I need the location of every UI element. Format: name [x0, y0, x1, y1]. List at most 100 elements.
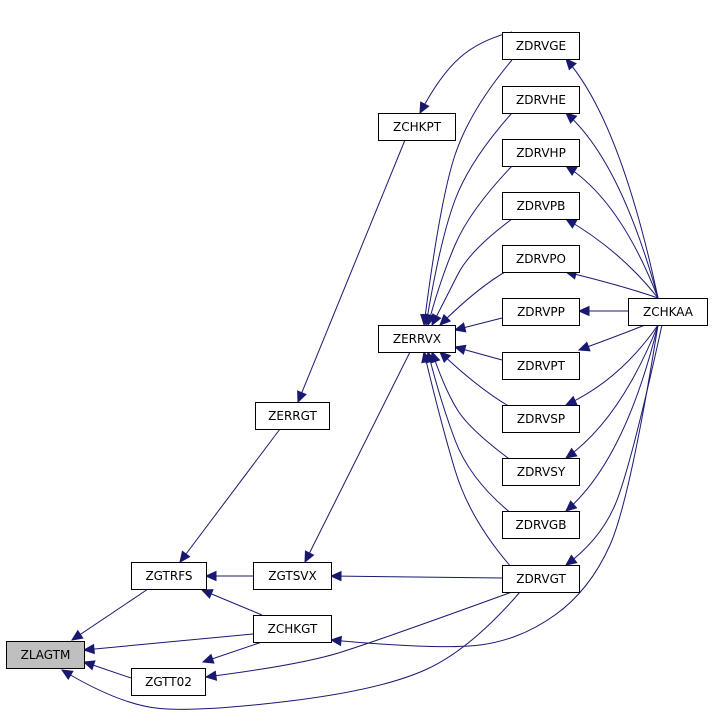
node-box[interactable] — [502, 511, 580, 539]
node-zchkgt[interactable]: ZCHKGT — [253, 615, 332, 643]
arrowhead — [70, 629, 84, 641]
edge-zdrvpt-to-zerrvx — [453, 344, 503, 361]
edge-zchkaa-to-zdrvsp — [564, 324, 659, 406]
arrowhead — [329, 570, 342, 582]
arrowhead — [431, 313, 442, 327]
node-box[interactable] — [131, 562, 207, 590]
node-box[interactable] — [378, 113, 456, 141]
node-label: ZERRGT — [268, 409, 317, 423]
node-label: ZCHKPT — [393, 120, 442, 134]
node-label: ZDRVHP — [516, 146, 566, 160]
node-zgtsvx[interactable]: ZGTSVX — [253, 562, 332, 590]
node-zdrvge[interactable]: ZDRVGE — [502, 32, 580, 60]
edge-zdrvge-to-zchkpt — [419, 31, 513, 115]
node-box[interactable] — [253, 615, 332, 643]
node-zdrvgt[interactable]: ZDRVGT — [502, 565, 580, 593]
edge-zchkgt-to-zgtt02 — [201, 641, 263, 664]
arrowhead — [577, 341, 591, 352]
node-box[interactable] — [502, 298, 580, 326]
node-zdrvpp[interactable]: ZDRVPP — [502, 298, 580, 326]
node-label: ZDRVSY — [517, 465, 566, 479]
node-zdrvsp[interactable]: ZDRVSP — [502, 405, 580, 433]
edge-line — [83, 633, 254, 651]
edge-line — [427, 351, 513, 515]
arrowhead — [421, 350, 432, 364]
edge-line — [578, 324, 646, 351]
arrowhead — [329, 635, 342, 647]
edge-line — [71, 588, 149, 641]
node-box[interactable] — [131, 668, 206, 696]
node-zlagtm[interactable]: ZLAGTM — [6, 641, 85, 669]
node-zdrvhp[interactable]: ZDRVHP — [502, 139, 580, 167]
node-box[interactable] — [502, 352, 580, 380]
node-box[interactable] — [255, 402, 330, 430]
node-zdrvpt[interactable]: ZDRVPT — [502, 352, 580, 380]
arrowhead — [200, 589, 214, 599]
node-label: ZDRVGB — [516, 518, 567, 532]
arrowhead — [439, 313, 452, 326]
node-zchkpt[interactable]: ZCHKPT — [378, 113, 456, 141]
arrowhead — [564, 395, 578, 406]
nodes-layer: ZLAGTM ZGTRFS ZGTT02 ZGTSVX ZCHKGT ZERRGT ZERR… — [6, 32, 708, 696]
node-label: ZGTSVX — [268, 569, 316, 583]
edge-line — [297, 139, 406, 403]
edge-line — [565, 165, 659, 299]
edge-zchkaa-to-zchkgt — [329, 324, 659, 648]
edge-line — [304, 351, 411, 563]
node-label: ZCHKGT — [268, 622, 318, 636]
node-zdrvgb[interactable]: ZDRVGB — [502, 511, 580, 539]
node-zerrgt[interactable]: ZERRGT — [255, 402, 330, 430]
node-zdrvpo[interactable]: ZDRVPO — [502, 245, 580, 273]
arrowhead — [565, 112, 578, 124]
edge-zchkpt-to-zerrgt — [297, 139, 406, 404]
edge-line — [565, 218, 659, 299]
node-zerrvx[interactable]: ZERRVX — [378, 325, 456, 353]
node-box[interactable] — [502, 32, 580, 60]
edge-line — [565, 112, 659, 299]
edge-zerrgt-to-zgtrfs — [179, 428, 281, 563]
edge-zdrvhe-to-zerrvx — [422, 112, 513, 327]
arrowhead — [439, 351, 452, 364]
node-box[interactable] — [628, 298, 708, 326]
edge-zdrvgb-to-zerrvx — [425, 350, 513, 515]
edge-zdrvpp-to-zerrvx — [453, 317, 503, 333]
node-label: ZDRVGT — [516, 572, 566, 586]
edge-line — [425, 112, 513, 326]
node-zdrvpb[interactable]: ZDRVPB — [502, 192, 580, 220]
node-label: ZERRVX — [393, 332, 441, 346]
node-box[interactable] — [502, 192, 580, 220]
node-box[interactable] — [253, 562, 332, 590]
edge-zerrvx-to-zgtsvx — [304, 351, 411, 564]
node-zgtt02[interactable]: ZGTT02 — [131, 668, 206, 696]
edge-zchkaa-to-zdrvpo — [564, 269, 659, 299]
node-box[interactable] — [502, 565, 580, 593]
node-zgtrfs[interactable]: ZGTRFS — [131, 562, 207, 590]
node-box[interactable] — [502, 405, 580, 433]
node-box[interactable] — [502, 139, 580, 167]
edge-line — [439, 351, 513, 409]
edge-line — [419, 31, 513, 114]
node-label: ZGTRFS — [145, 569, 192, 583]
edge-zchkaa-to-zdrvgt — [565, 324, 663, 566]
arrowhead — [304, 550, 315, 564]
node-box[interactable] — [502, 86, 580, 114]
edge-zdrvge-to-zerrvx — [420, 59, 513, 327]
arrowhead — [204, 570, 217, 582]
edge-zgtsvx-to-zgtrfs — [204, 570, 253, 582]
node-box[interactable] — [502, 458, 580, 486]
node-label: ZDRVPO — [516, 252, 566, 266]
node-zchkaa[interactable]: ZCHKAA — [628, 298, 708, 326]
node-zdrvhe[interactable]: ZDRVHE — [502, 86, 580, 114]
node-box[interactable] — [502, 245, 580, 273]
edge-line — [565, 324, 659, 406]
edge-line — [423, 59, 513, 326]
edge-zdrvgt-to-zlagtm — [60, 591, 521, 710]
node-zdrvsy[interactable]: ZDRVSY — [502, 458, 580, 486]
edge-zdrvgt-to-zgtsvx — [329, 570, 503, 582]
edge-line — [423, 351, 513, 569]
edge-line — [201, 589, 263, 616]
edge-zgtrfs-to-zlagtm — [70, 588, 149, 641]
node-box[interactable] — [6, 641, 85, 669]
edge-zchkgt-to-zlagtm — [82, 633, 254, 655]
node-box[interactable] — [378, 325, 456, 353]
